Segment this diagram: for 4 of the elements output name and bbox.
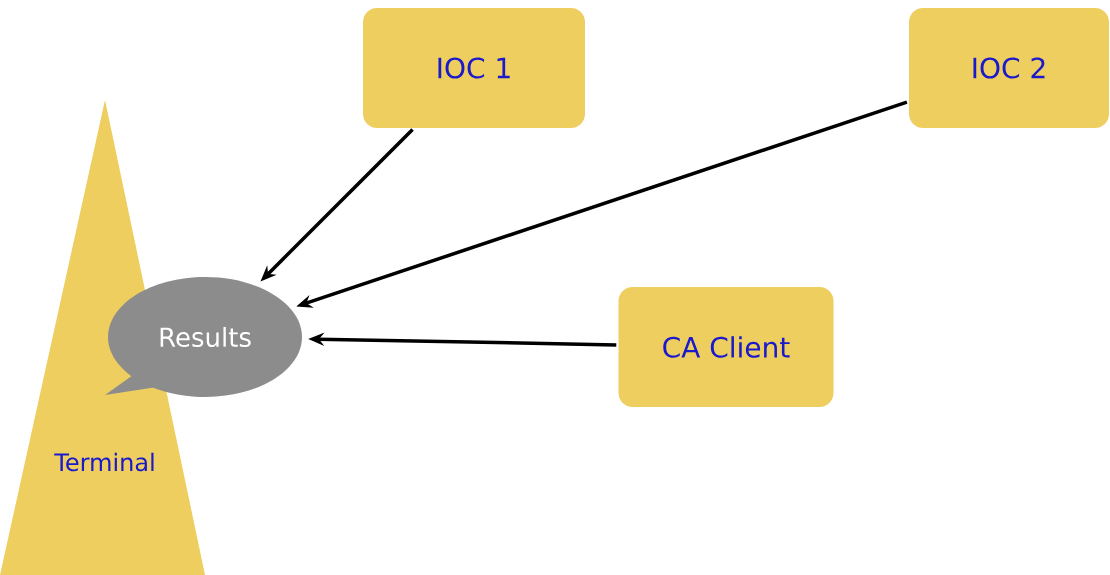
speech-bubble: Results [105, 277, 302, 397]
process-box: CA Client [618, 287, 834, 407]
process-box: IOC 2 [909, 8, 1109, 128]
process-box: IOC 1 [363, 8, 585, 128]
